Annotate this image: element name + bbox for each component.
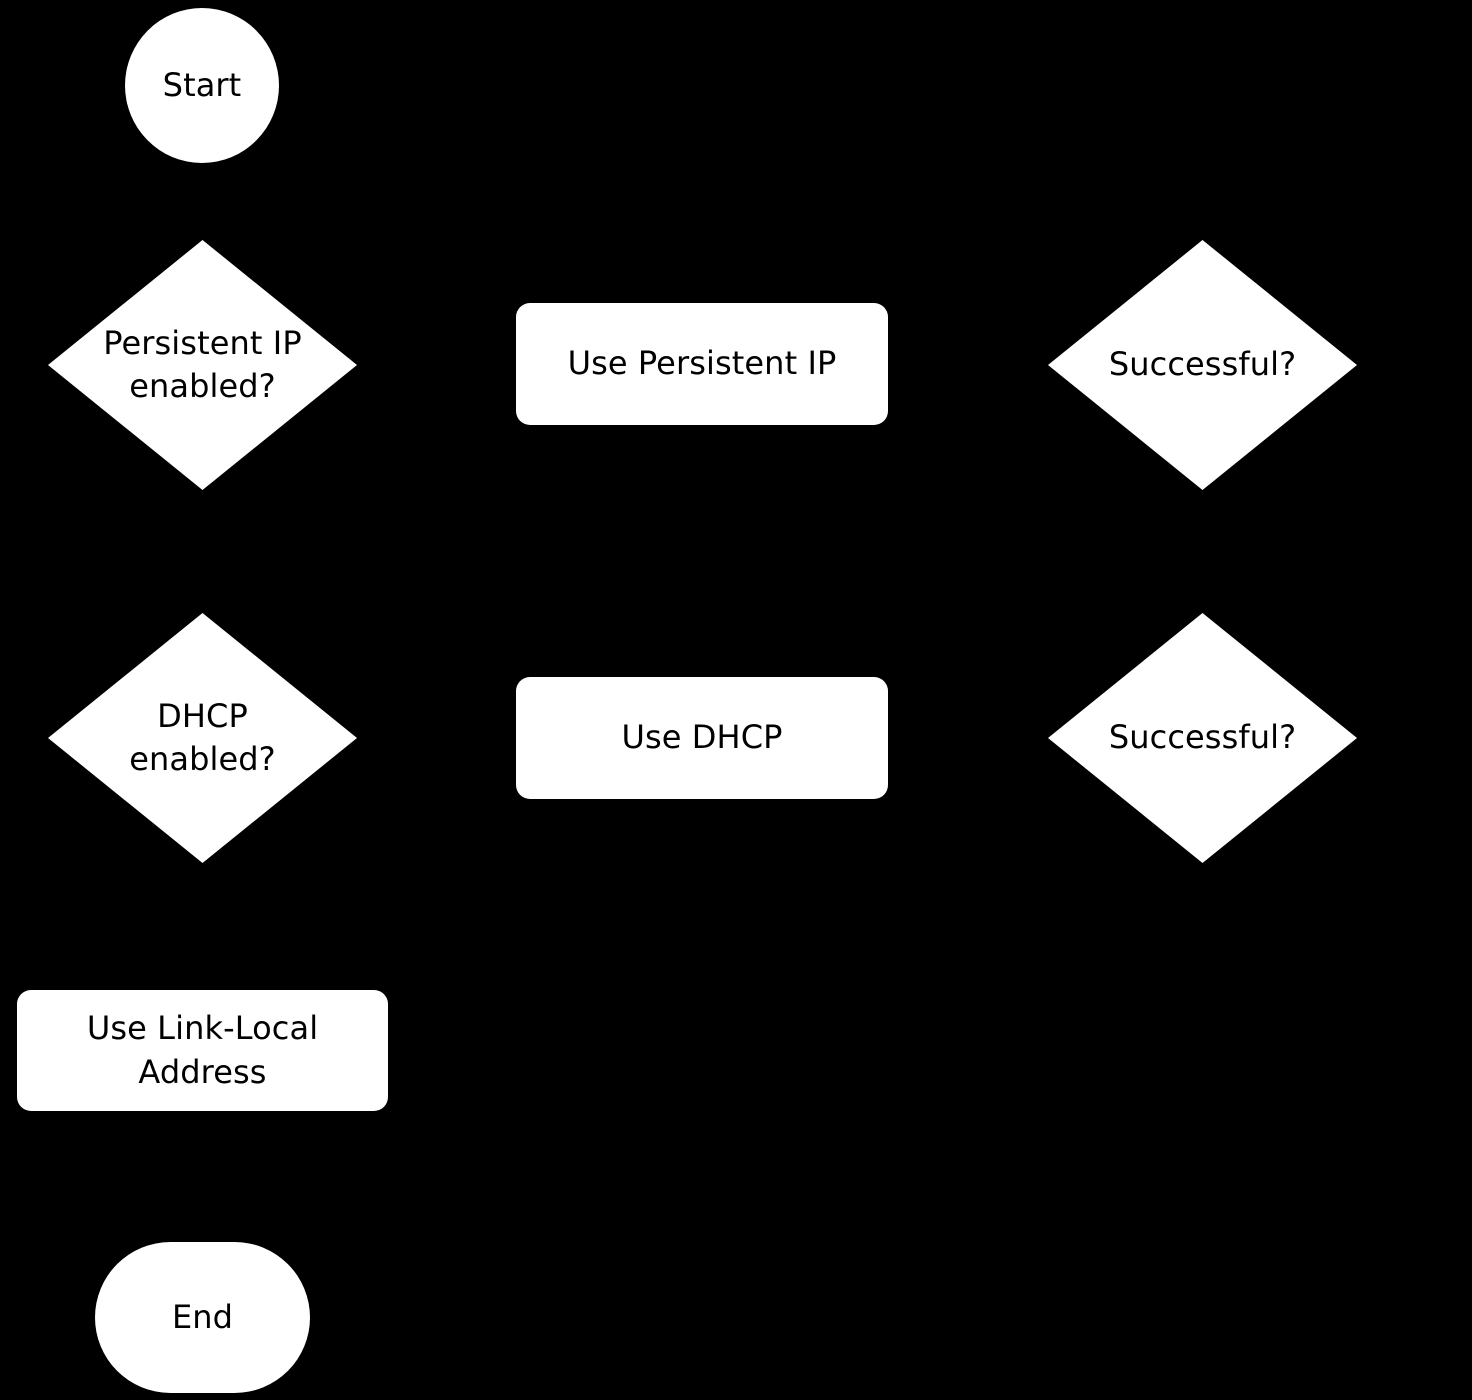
node-start-label: Start [162, 65, 242, 104]
node-use-link-local-label: Use Link-Local Address [86, 1009, 319, 1091]
node-use-link-local[interactable]: Use Link-Local Address [17, 990, 388, 1111]
edge-dhcp-successful-to-link-local [200, 863, 1204, 990]
node-dhcp-successful-label: Successful? [1108, 718, 1297, 757]
node-dhcp-successful[interactable]: Successful? [1048, 613, 1357, 863]
edge-persistent-successful-to-dhcp [200, 490, 1204, 613]
node-end-label: End [171, 1297, 234, 1336]
node-persistent-ip-enabled-label: Persistent IP enabled? [103, 323, 302, 405]
node-end[interactable]: End [95, 1242, 310, 1393]
node-use-persistent-ip-label: Use Persistent IP [567, 344, 837, 383]
node-dhcp-enabled-label: DHCP enabled? [129, 696, 276, 778]
node-use-dhcp-label: Use DHCP [621, 718, 783, 757]
node-start[interactable]: Start [125, 8, 279, 163]
node-persistent-successful-label: Successful? [1108, 345, 1297, 384]
node-persistent-ip-enabled[interactable]: Persistent IP enabled? [48, 240, 357, 490]
node-persistent-successful[interactable]: Successful? [1048, 240, 1357, 490]
node-use-dhcp[interactable]: Use DHCP [516, 677, 888, 799]
node-dhcp-enabled[interactable]: DHCP enabled? [48, 613, 357, 863]
node-use-persistent-ip[interactable]: Use Persistent IP [516, 303, 888, 425]
